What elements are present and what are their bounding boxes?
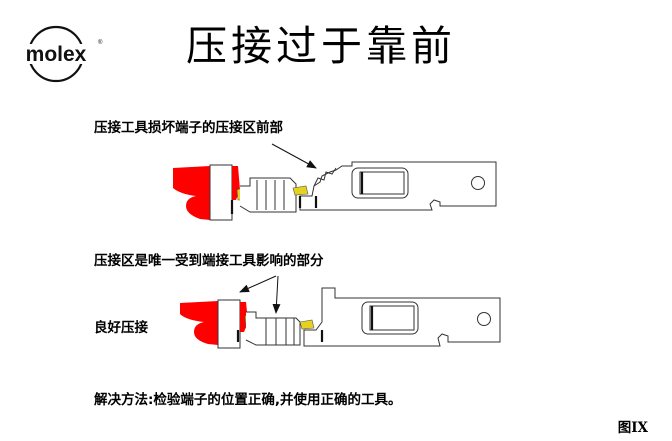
solution-text: 解决方法:检验端子的位置正确,并使用正确的工具。	[94, 392, 402, 408]
terminal-bad-crimp	[173, 161, 497, 221]
caption-crimp-zone-only: 压接区是唯一受到端接工具影响的部分	[94, 253, 324, 269]
arrow-to-wire-crimp	[272, 275, 281, 314]
terminal-good-crimp	[180, 287, 501, 349]
label-good-crimp: 良好压接	[94, 320, 148, 336]
svg-text:®: ®	[98, 39, 103, 46]
molex-logo: molex ®	[8, 20, 104, 86]
page-title: 压接过于靠前	[186, 22, 456, 70]
molex-logo-icon: molex ®	[16, 25, 103, 83]
figure-label: 图IX	[617, 420, 648, 436]
caption-damaged-front: 压接工具损坏端子的压接区前部	[94, 120, 283, 136]
arrow-to-insulation-crimp	[239, 275, 277, 293]
svg-text:molex: molex	[26, 43, 87, 66]
arrow-to-damage	[271, 143, 317, 169]
